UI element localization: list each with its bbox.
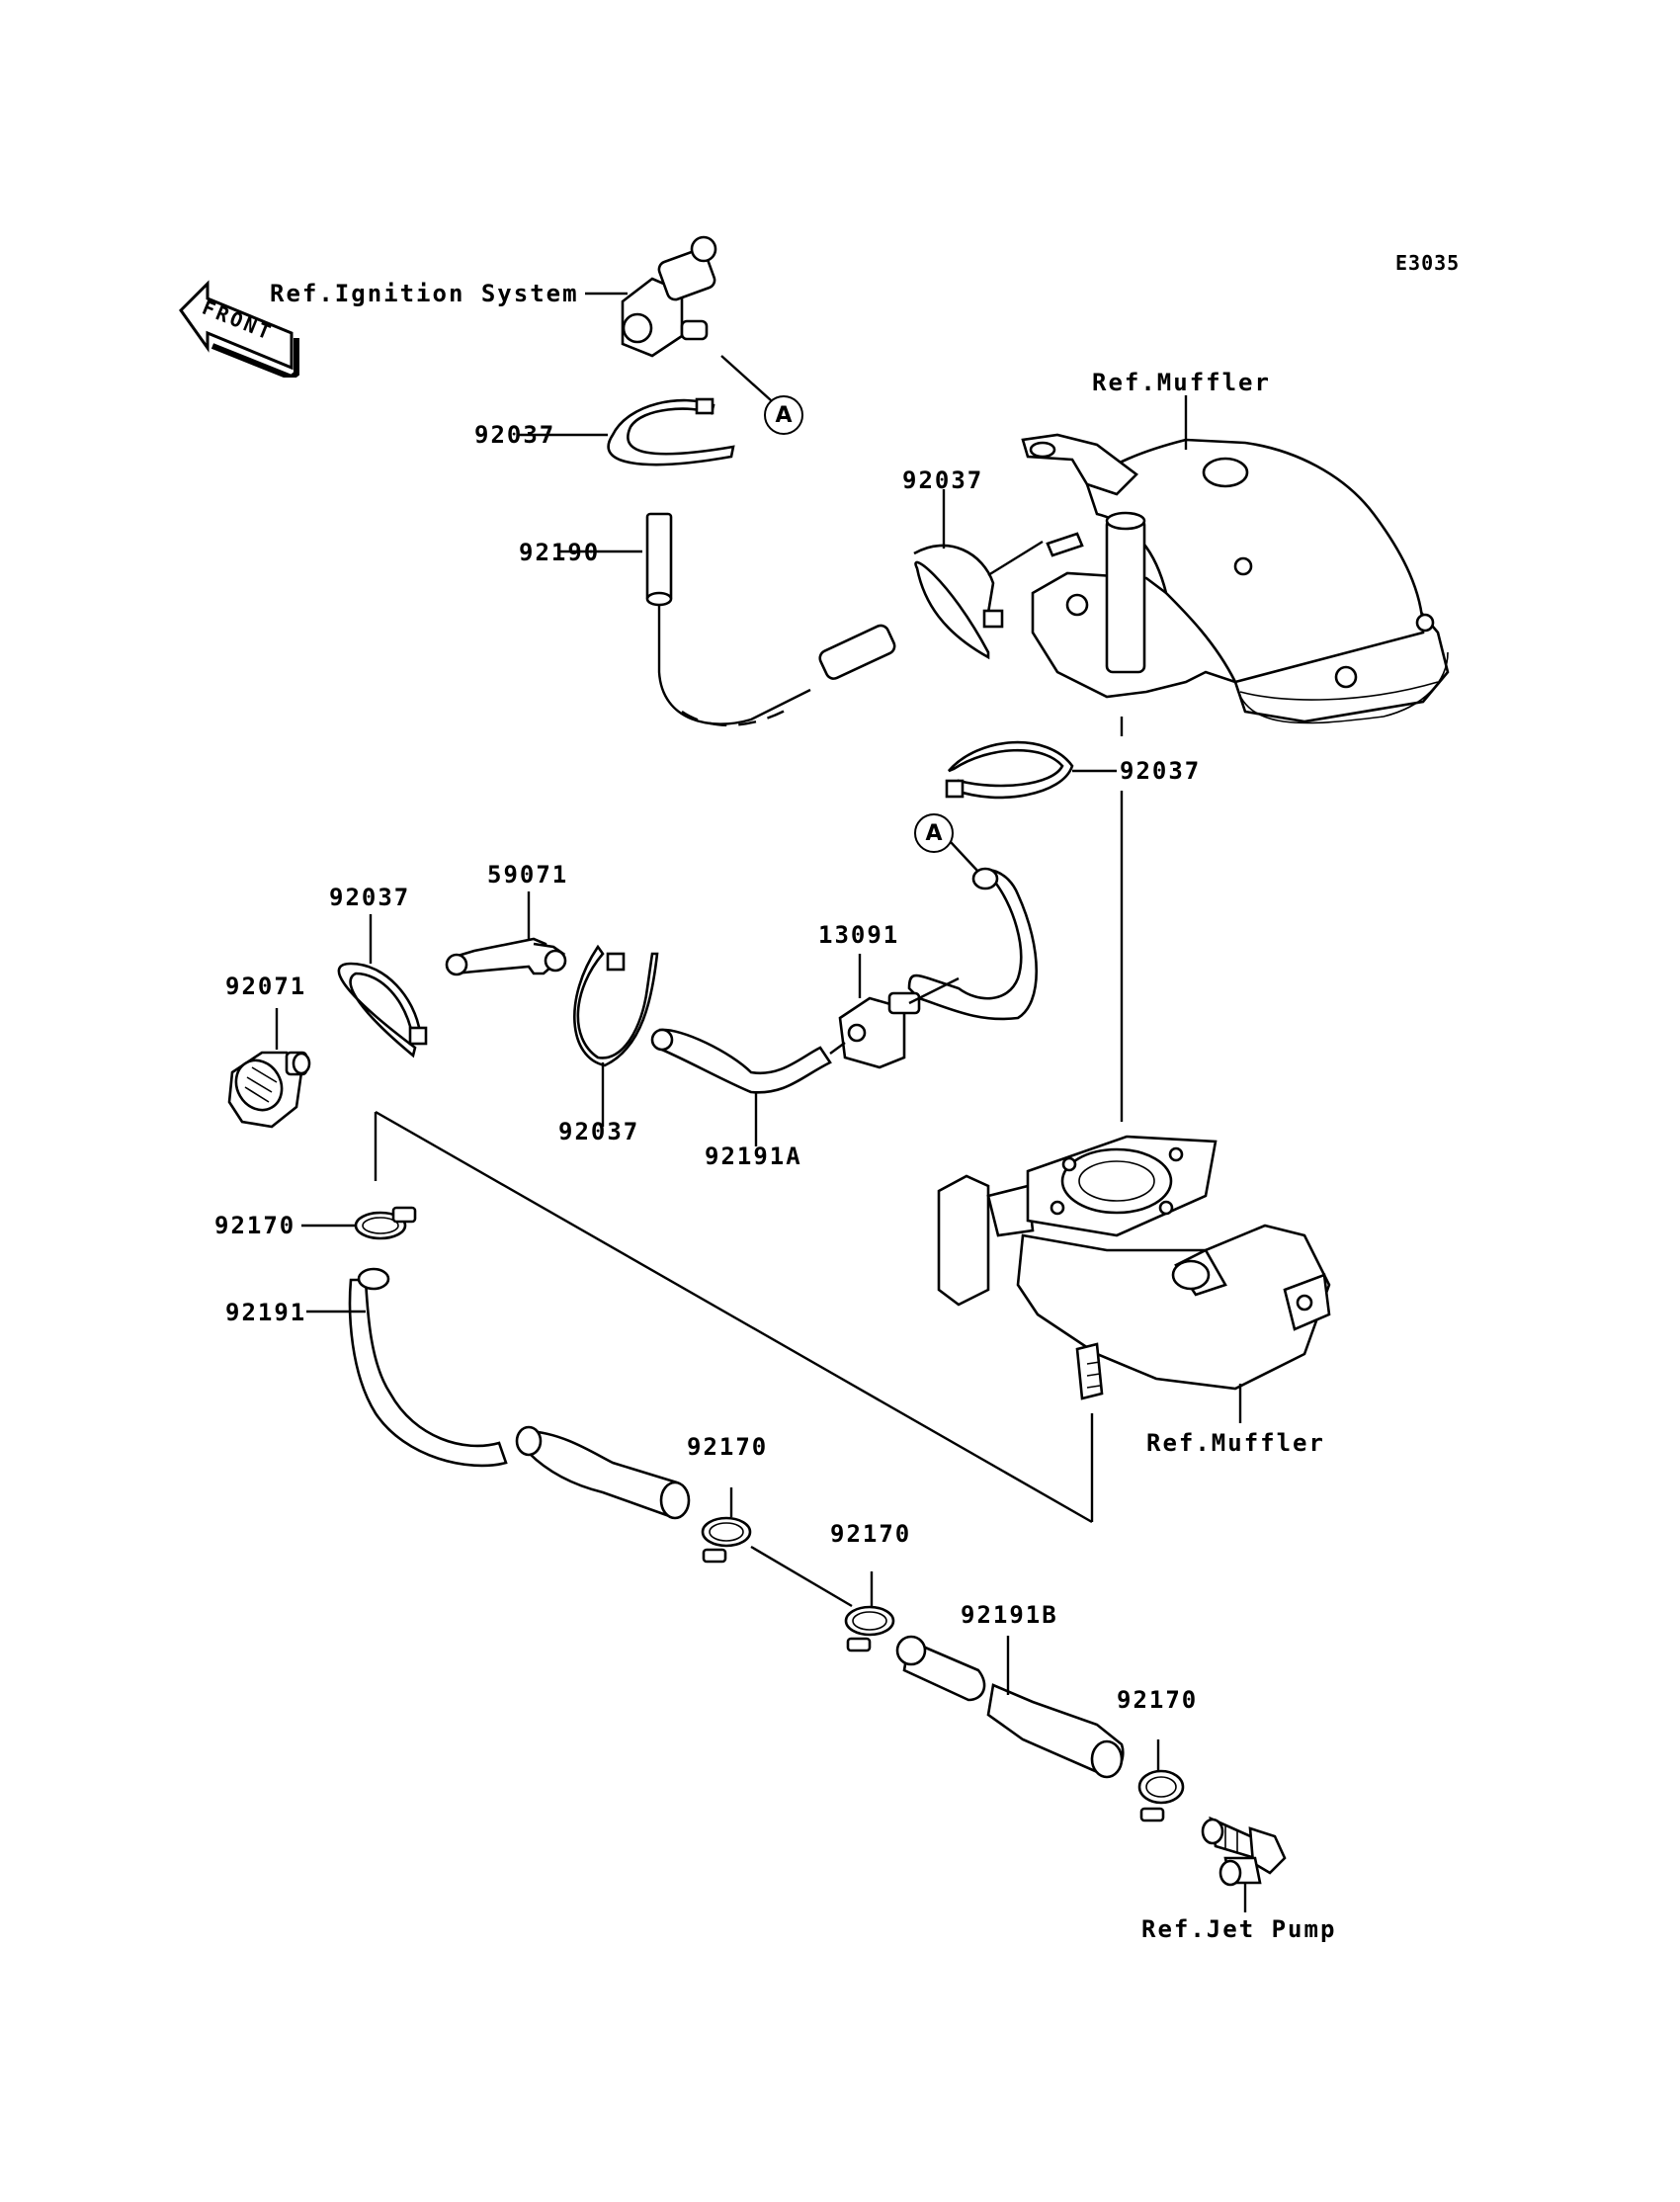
- ref-jet-pump-label: Ref.Jet Pump: [1141, 1915, 1337, 1943]
- callout-a-top: A: [764, 395, 803, 435]
- callout-a-mid: A: [914, 813, 954, 853]
- strap-92037-mid-right: [945, 740, 1074, 800]
- part-92037-muffler: 92037: [902, 466, 984, 494]
- part-92071: 92071: [225, 973, 307, 1000]
- pipe-59071: [445, 937, 567, 976]
- front-direction-badge: FRONT: [173, 279, 301, 381]
- part-13091: 13091: [818, 921, 900, 949]
- hose-92190: [645, 512, 896, 726]
- strap-92037-left: [337, 962, 428, 1059]
- ref-ignition-label: Ref.Ignition System: [270, 280, 579, 307]
- part-92190: 92190: [519, 539, 601, 566]
- part-92037-top: 92037: [474, 421, 556, 449]
- jet-pump-fitting: [1201, 1816, 1287, 1887]
- strap-92037-top: [607, 397, 735, 466]
- ignition-connector-part: [621, 235, 717, 358]
- part-92170-mid: 92170: [687, 1433, 769, 1461]
- part-92037-center: 92037: [558, 1118, 640, 1145]
- leader-ignition-a: [720, 355, 772, 401]
- hose-92191A: [650, 1028, 846, 1094]
- plug-92071: [227, 1051, 311, 1129]
- hose-92191B: [895, 1635, 1125, 1779]
- part-92170-right: 92170: [1117, 1686, 1199, 1714]
- part-92170-right-mid: 92170: [830, 1520, 912, 1548]
- muffler-bottom-part: [937, 1135, 1331, 1400]
- clamp-92170-right-mid: [844, 1605, 895, 1652]
- strap-92037-center: [573, 944, 659, 1067]
- part-92191: 92191: [225, 1299, 307, 1326]
- hose-92191: [348, 1267, 691, 1520]
- hose-A-to-13091: [907, 867, 1038, 1021]
- part-92191A: 92191A: [705, 1143, 802, 1170]
- joint-13091: [838, 991, 921, 1069]
- diagram-code: E3035: [1395, 251, 1461, 275]
- ref-muffler-bottom-label: Ref.Muffler: [1146, 1429, 1325, 1457]
- clamp-92170-right: [1137, 1769, 1185, 1822]
- ref-muffler-top-label: Ref.Muffler: [1092, 369, 1271, 396]
- clamp-92170-left: [354, 1206, 417, 1240]
- part-92191B: 92191B: [961, 1601, 1058, 1629]
- muffler-top-part: [1021, 433, 1450, 724]
- part-92037-left: 92037: [329, 884, 411, 911]
- part-92037-mid-right: 92037: [1120, 757, 1202, 785]
- strap-92037-muffler: [913, 540, 1044, 660]
- clamp-92170-mid: [701, 1516, 752, 1564]
- part-92170-left: 92170: [214, 1212, 296, 1239]
- part-59071: 59071: [487, 861, 569, 889]
